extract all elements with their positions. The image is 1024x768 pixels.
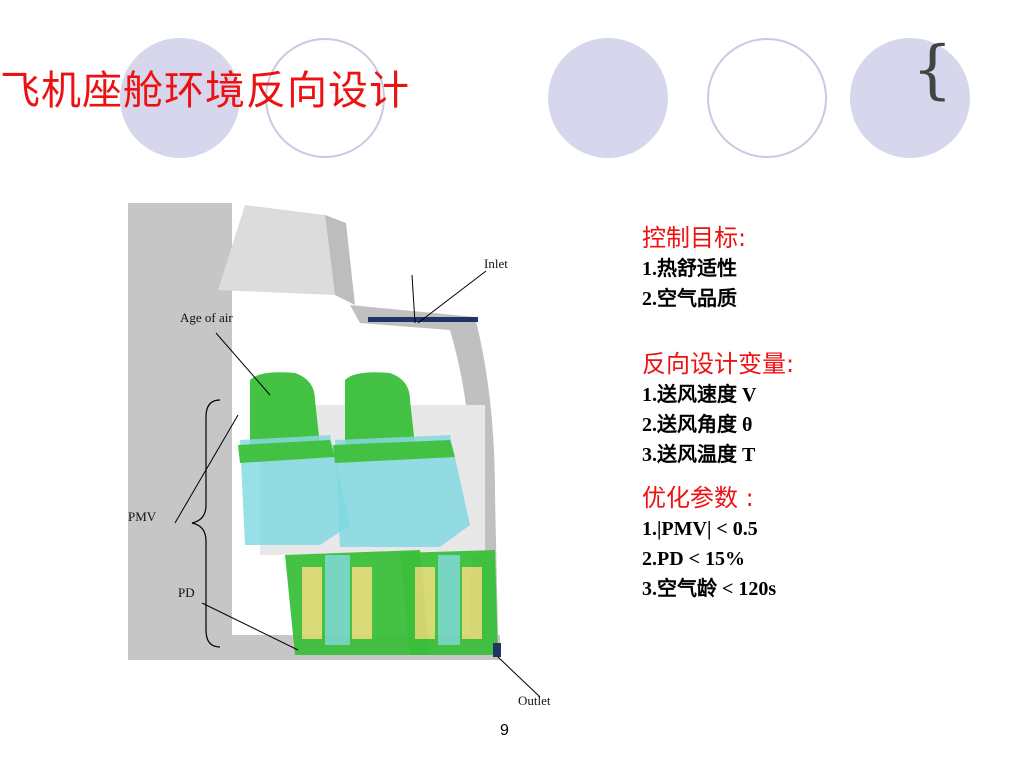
inlet-label: Inlet xyxy=(484,256,508,271)
design-variable-item: 2.送风角度 θ xyxy=(642,414,753,436)
age-of-air-label: Age of air xyxy=(180,310,233,325)
optimization-params-heading: 优化参数 : xyxy=(642,484,754,512)
overhead-bin xyxy=(218,205,335,295)
inlet-leader xyxy=(411,274,416,324)
pmv-brace xyxy=(191,399,221,648)
age-of-air-leader xyxy=(215,332,271,396)
optimization-param-item: 2.PD < 15% xyxy=(642,548,746,570)
overhead-bin-front xyxy=(325,215,355,305)
cabin-illustration xyxy=(128,203,541,698)
optimization-param-item: 3.空气龄 < 120s xyxy=(642,578,777,600)
pd-leader xyxy=(201,602,299,651)
control-target-item: 2.空气品质 xyxy=(642,288,737,310)
decor-ring-1 xyxy=(265,38,385,158)
decor-circle-3 xyxy=(850,38,970,158)
optimization-param-item: 1.|PMV| < 0.5 xyxy=(642,518,758,540)
design-variables-heading: 反向设计变量: xyxy=(642,350,795,378)
design-panel: 控制目标: 1.热舒适性 2.空气品质 反向设计变量: 1.送风速度 V 2.送… xyxy=(642,222,1012,604)
slide-title: 飞机座舱环境反向设计 xyxy=(0,68,410,114)
pd-label: PD xyxy=(178,585,195,600)
outlet-strip xyxy=(493,643,501,657)
cabin-cfd-figure: Inlet Age of air PMV PD Outlet xyxy=(120,195,590,715)
cabin-side-wall xyxy=(128,203,500,660)
pmv-label: PMV xyxy=(128,509,157,524)
outlet-leader xyxy=(497,656,541,698)
decor-ring-2 xyxy=(707,38,827,158)
control-target-item: 1.热舒适性 xyxy=(642,258,737,280)
page-number: 9 xyxy=(500,722,509,739)
seat-right xyxy=(333,372,498,655)
outlet-label: Outlet xyxy=(518,693,551,708)
design-variable-item: 3.送风温度 T xyxy=(642,444,756,466)
decor-brace: { xyxy=(912,33,953,107)
decor-circle-2 xyxy=(548,38,668,158)
decor-circle-1 xyxy=(120,38,240,158)
control-targets-heading: 控制目标: xyxy=(642,224,747,252)
design-variable-item: 1.送风速度 V xyxy=(642,384,757,406)
